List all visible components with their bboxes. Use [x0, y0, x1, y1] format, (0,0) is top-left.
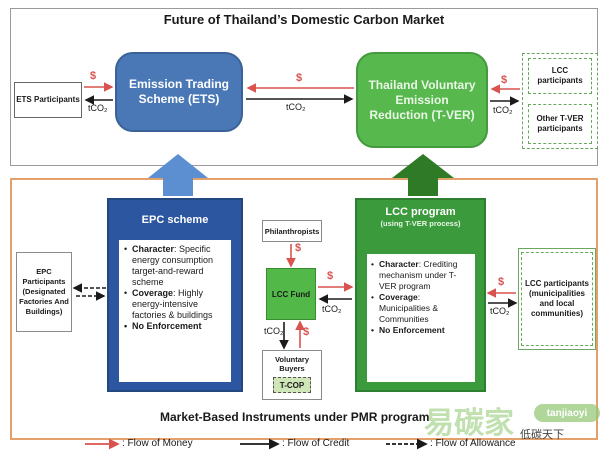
credit-label: tCO₂ [490, 306, 510, 316]
money-symbol: $ [295, 242, 302, 254]
philanthropists-box: Philanthropists [262, 220, 322, 242]
lcc-program-details: Character: Crediting mechanism under T-V… [367, 254, 475, 382]
epc-enforcement-item: No Enforcement [124, 321, 226, 332]
lcc-character-text: : Crediting mechanism under T-VER progra… [379, 259, 458, 291]
lcc-program-title: LCC program [385, 206, 456, 218]
lcc-coverage-text: : Municipalities & Communities [379, 292, 439, 324]
money-symbol: $ [303, 326, 310, 338]
lcc-to-tver-arrow [392, 154, 454, 196]
epc-participants-box: EPC Participants (Designated Factories A… [16, 252, 72, 332]
lcc-fund-box: LCC Fund [266, 268, 316, 320]
credit-label: tCO₂ [322, 304, 342, 314]
money-symbol: $ [501, 74, 508, 86]
lcc-coverage-item: Coverage: Municipalities & Communities [371, 292, 471, 325]
money-symbol: $ [296, 72, 303, 84]
money-symbol: $ [90, 70, 97, 82]
watermark-logo-text: 易碳家 [424, 406, 514, 441]
epc-scheme-box: EPC scheme Character: Specific energy co… [107, 198, 243, 392]
lcc-participants-top: LCC participants [528, 58, 592, 94]
voluntary-buyers-box: Voluntary Buyers T-COP [262, 350, 322, 400]
epc-scheme-title: EPC scheme [141, 214, 209, 226]
bottom-title: Market-Based Instruments under PMR progr… [160, 410, 430, 424]
credit-label: tCO₂ [493, 105, 513, 115]
lcc-program-subtitle: (using T-VER process) [380, 219, 461, 228]
legend-credit: : Flow of Credit [282, 438, 350, 449]
epc-coverage-label: Coverage [132, 288, 174, 298]
epc-to-ets-arrow [148, 154, 208, 196]
credit-label: tCO₂ [88, 103, 108, 113]
bottom-pmr-frame [10, 178, 598, 440]
epc-coverage-text: : Highly energy-intensive factories & bu… [132, 288, 213, 320]
watermark-wechat: 低碳天下 [520, 428, 564, 441]
epc-scheme-details: Character: Specific energy consumption t… [119, 240, 231, 382]
ets-participants-box: ETS Participants [14, 82, 82, 118]
lcc-participants-group-bottom [518, 248, 596, 350]
lcc-program-box: LCC program (using T-VER process) Charac… [355, 198, 486, 392]
ets-box: Emission Trading Scheme (ETS) [115, 52, 243, 132]
top-title: Future of Thailand’s Domestic Carbon Mar… [163, 12, 445, 27]
legend-allowance: : Flow of Allowance [430, 438, 516, 449]
epc-coverage-item: Coverage: Highly energy-intensive factor… [124, 288, 226, 321]
money-symbol: $ [327, 270, 334, 282]
lcc-participants-bottom: LCC participants (municipalities and loc… [521, 252, 593, 346]
epc-character-label: Character [132, 244, 175, 254]
credit-label: tCO₂ [286, 102, 306, 112]
other-tver-participants: Other T-VER participants [528, 104, 592, 144]
watermark-handle: tanjiaoyi [534, 404, 600, 422]
epc-character-item: Character: Specific energy consumption t… [124, 244, 226, 288]
lcc-character-item: Character: Crediting mechanism under T-V… [371, 259, 471, 292]
money-symbol: $ [498, 276, 505, 288]
tver-box: Thailand Voluntary Emission Reduction (T… [356, 52, 488, 148]
voluntary-buyers-label: Voluntary Buyers [274, 355, 310, 373]
lcc-character-label: Character [379, 259, 419, 269]
lcc-enforcement-item: No Enforcement [371, 325, 471, 336]
legend-money: : Flow of Money [122, 438, 193, 449]
credit-label: tCO₂ [264, 326, 284, 336]
lcc-coverage-label: Coverage [379, 292, 418, 302]
tcop-tag: T-COP [273, 377, 311, 393]
epc-character-text: : Specific energy consumption target-and… [132, 244, 214, 287]
